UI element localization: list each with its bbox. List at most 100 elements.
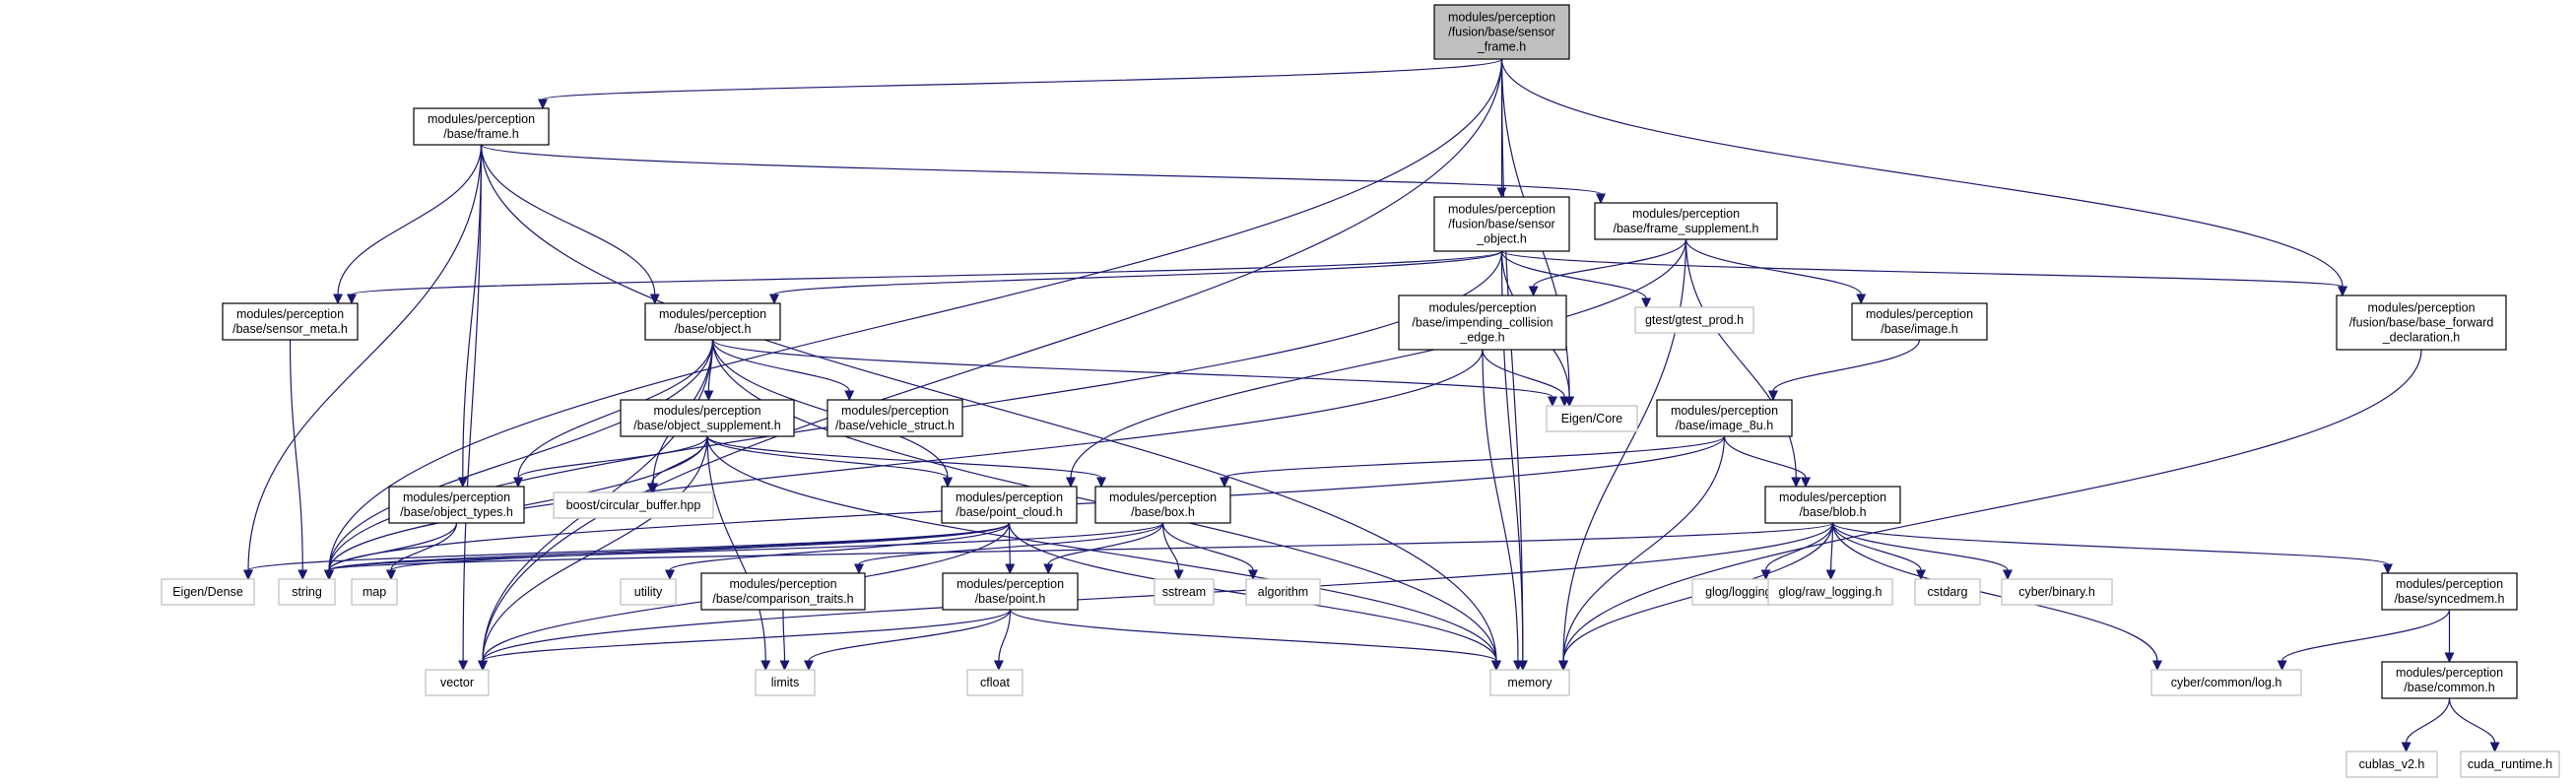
node-eigen-dense: Eigen/Dense: [161, 578, 255, 606]
edge-syncedmem-to-cyber-log: [2277, 609, 2451, 672]
node-label-line: modules/perception: [236, 307, 344, 321]
edge-sensor-object-to-base-forward: [1500, 250, 2347, 297]
node-object-supplement[interactable]: modules/perception/base/object_supplemen…: [620, 399, 795, 437]
edge-line: [1831, 522, 1922, 571]
node-label-line: _object.h: [1476, 232, 1527, 246]
edge-line: [328, 339, 714, 571]
node-label-line: /base/frame_supplement.h: [1613, 222, 1758, 235]
node-box: [1851, 302, 1988, 341]
edge-frame-to-object: [480, 144, 660, 305]
edge-line: [517, 339, 714, 479]
node-box: [966, 669, 1024, 696]
node-vehicle-struct[interactable]: modules/perception/base/vehicle_struct.h: [826, 399, 963, 437]
node-impending[interactable]: modules/perception/base/impending_collis…: [1398, 294, 1567, 351]
node-label-line: cyber/common/log.h: [2171, 676, 2282, 689]
node-box[interactable]: modules/perception/base/box.h: [1094, 486, 1231, 524]
edge-object-to-vehicle-struct: [711, 339, 855, 402]
edge-arrowhead: [1916, 569, 1926, 581]
node-label-line: modules/perception: [1448, 203, 1555, 217]
edge-arrowhead: [2383, 563, 2393, 575]
node-base-forward[interactable]: modules/perception/fusion/base/base_forw…: [2336, 294, 2507, 351]
node-image[interactable]: modules/perception/base/image.h: [1851, 302, 1988, 341]
node-syncedmem[interactable]: modules/perception/base/syncedmem.h: [2381, 572, 2518, 611]
node-common[interactable]: modules/perception/base/common.h: [2381, 661, 2518, 699]
node-label-line: modules/perception: [1448, 11, 1555, 25]
node-sensor-object[interactable]: modules/perception/fusion/base/sensor_ob…: [1433, 196, 1570, 252]
edge-object-supplement-to-box: [706, 435, 1106, 489]
node-label-line: modules/perception: [428, 112, 535, 126]
edge-frame-to-frame-supplement: [480, 144, 1606, 205]
node-label-line: modules/perception: [653, 404, 760, 418]
node-box: [942, 572, 1079, 611]
edge-arrowhead: [2444, 652, 2455, 664]
node-label-line: modules/perception: [1671, 404, 1778, 418]
node-image-8u[interactable]: modules/perception/base/image_8u.h: [1656, 399, 1793, 437]
edge-common-to-cuda-runtime: [2448, 697, 2500, 753]
node-box: [425, 669, 490, 696]
edge-line: [462, 144, 483, 479]
node-object[interactable]: modules/perception/base/object.h: [644, 302, 781, 341]
edge-arrowhead: [2489, 742, 2500, 753]
edge-arrowhead: [1173, 569, 1184, 581]
node-box: [644, 302, 781, 341]
edge-line: [1562, 238, 1687, 662]
edge-sensor-frame-to-frame: [538, 58, 1503, 110]
node-point-cloud[interactable]: modules/perception/base/point_cloud.h: [941, 486, 1078, 524]
node-blob[interactable]: modules/perception/base/blob.h: [1764, 486, 1901, 524]
edge-line: [2281, 609, 2451, 662]
dependency-nodes: modules/perception/fusion/base/sensor_fr…: [161, 4, 2560, 778]
edge-image-to-image-8u: [1768, 339, 1921, 402]
node-point[interactable]: modules/perception/base/point.h: [942, 572, 1079, 611]
node-box: [1914, 578, 1981, 606]
node-box: [161, 578, 255, 606]
node-label-line: Eigen/Core: [1561, 412, 1623, 425]
edge-line: [2406, 697, 2451, 744]
node-object-types[interactable]: modules/perception/base/object_types.h: [388, 486, 525, 524]
node-label-line: /base/blob.h: [1799, 505, 1866, 519]
node-box: [2345, 751, 2438, 778]
edge-arrowhead: [1220, 477, 1229, 489]
edge-line: [711, 339, 850, 392]
node-cyber-binary: cyber/binary.h: [2001, 578, 2113, 606]
edge-arrowhead: [779, 660, 790, 672]
node-box: [620, 578, 677, 606]
edge-arrowhead: [1801, 477, 1811, 489]
node-sensor-meta[interactable]: modules/perception/base/sensor_meta.h: [222, 302, 359, 341]
edge-arrowhead: [769, 294, 779, 305]
edge-line: [482, 435, 708, 662]
node-box: [1433, 196, 1570, 252]
edge-line: [1533, 238, 1687, 288]
edge-arrowhead: [333, 294, 343, 305]
edge-blob-to-cstdarg: [1831, 522, 1926, 581]
node-label-line: modules/perception: [1109, 490, 1217, 504]
edge-line: [1070, 238, 1687, 479]
edge-blob-to-glog-raw: [1825, 522, 1836, 581]
edge-blob-to-syncedmem: [1831, 522, 2393, 575]
edge-arrowhead: [1768, 390, 1778, 402]
node-sstream: sstream: [1154, 578, 1215, 606]
edge-line: [782, 609, 786, 662]
edge-frame-supplement-to-point-cloud: [1066, 238, 1687, 489]
node-frame[interactable]: modules/perception/base/frame.h: [413, 107, 550, 146]
node-box: [1245, 578, 1321, 606]
edge-sensor-object-to-sensor-meta: [347, 250, 1503, 305]
edge-point-to-memory: [1009, 609, 1501, 672]
node-cstdarg: cstdarg: [1914, 578, 1981, 606]
node-box: [1656, 399, 1793, 437]
edge-line: [1500, 250, 1647, 299]
node-label-line: modules/perception: [957, 577, 1064, 591]
edge-arrowhead: [760, 660, 771, 672]
edge-box-to-sstream: [1161, 522, 1184, 581]
edge-arrowhead: [1548, 396, 1557, 408]
node-label-line: /base/object_types.h: [400, 505, 513, 519]
node-box: [941, 486, 1078, 524]
node-comparison-traits[interactable]: modules/perception/base/comparison_trait…: [700, 572, 866, 611]
node-sensor-frame[interactable]: modules/perception/fusion/base/sensor_fr…: [1433, 4, 1570, 60]
node-frame-supplement[interactable]: modules/perception/base/frame_supplement…: [1594, 202, 1778, 240]
edge-blob-to-string: [324, 522, 1834, 581]
edge-point-to-vector: [478, 609, 1012, 672]
edge-line: [1684, 238, 1797, 479]
edge-line: [1831, 522, 2158, 662]
node-label-line: /base/comparison_traits.h: [712, 592, 853, 606]
node-box: [826, 399, 963, 437]
